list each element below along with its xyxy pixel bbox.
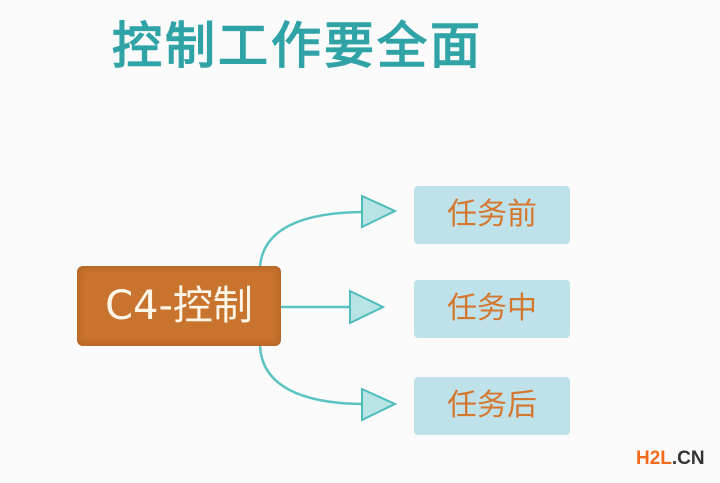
page-title: 控制工作要全面 [112,17,483,75]
link-before [258,210,366,269]
root-node: C4-控制 [77,266,281,346]
arrow-head-icon [349,289,386,325]
watermark-part1: H2L [636,448,672,469]
link-after [258,345,366,406]
watermark-logo: H2L.CN [636,448,705,470]
branch-node-during: 任务中 [414,280,570,338]
arrow-head-icon [361,194,398,229]
branch-node-before: 任务前 [414,186,570,244]
arrow-head-icon [361,387,398,422]
watermark-part2: .CN [671,448,705,469]
branch-node-after: 任务后 [414,377,570,435]
